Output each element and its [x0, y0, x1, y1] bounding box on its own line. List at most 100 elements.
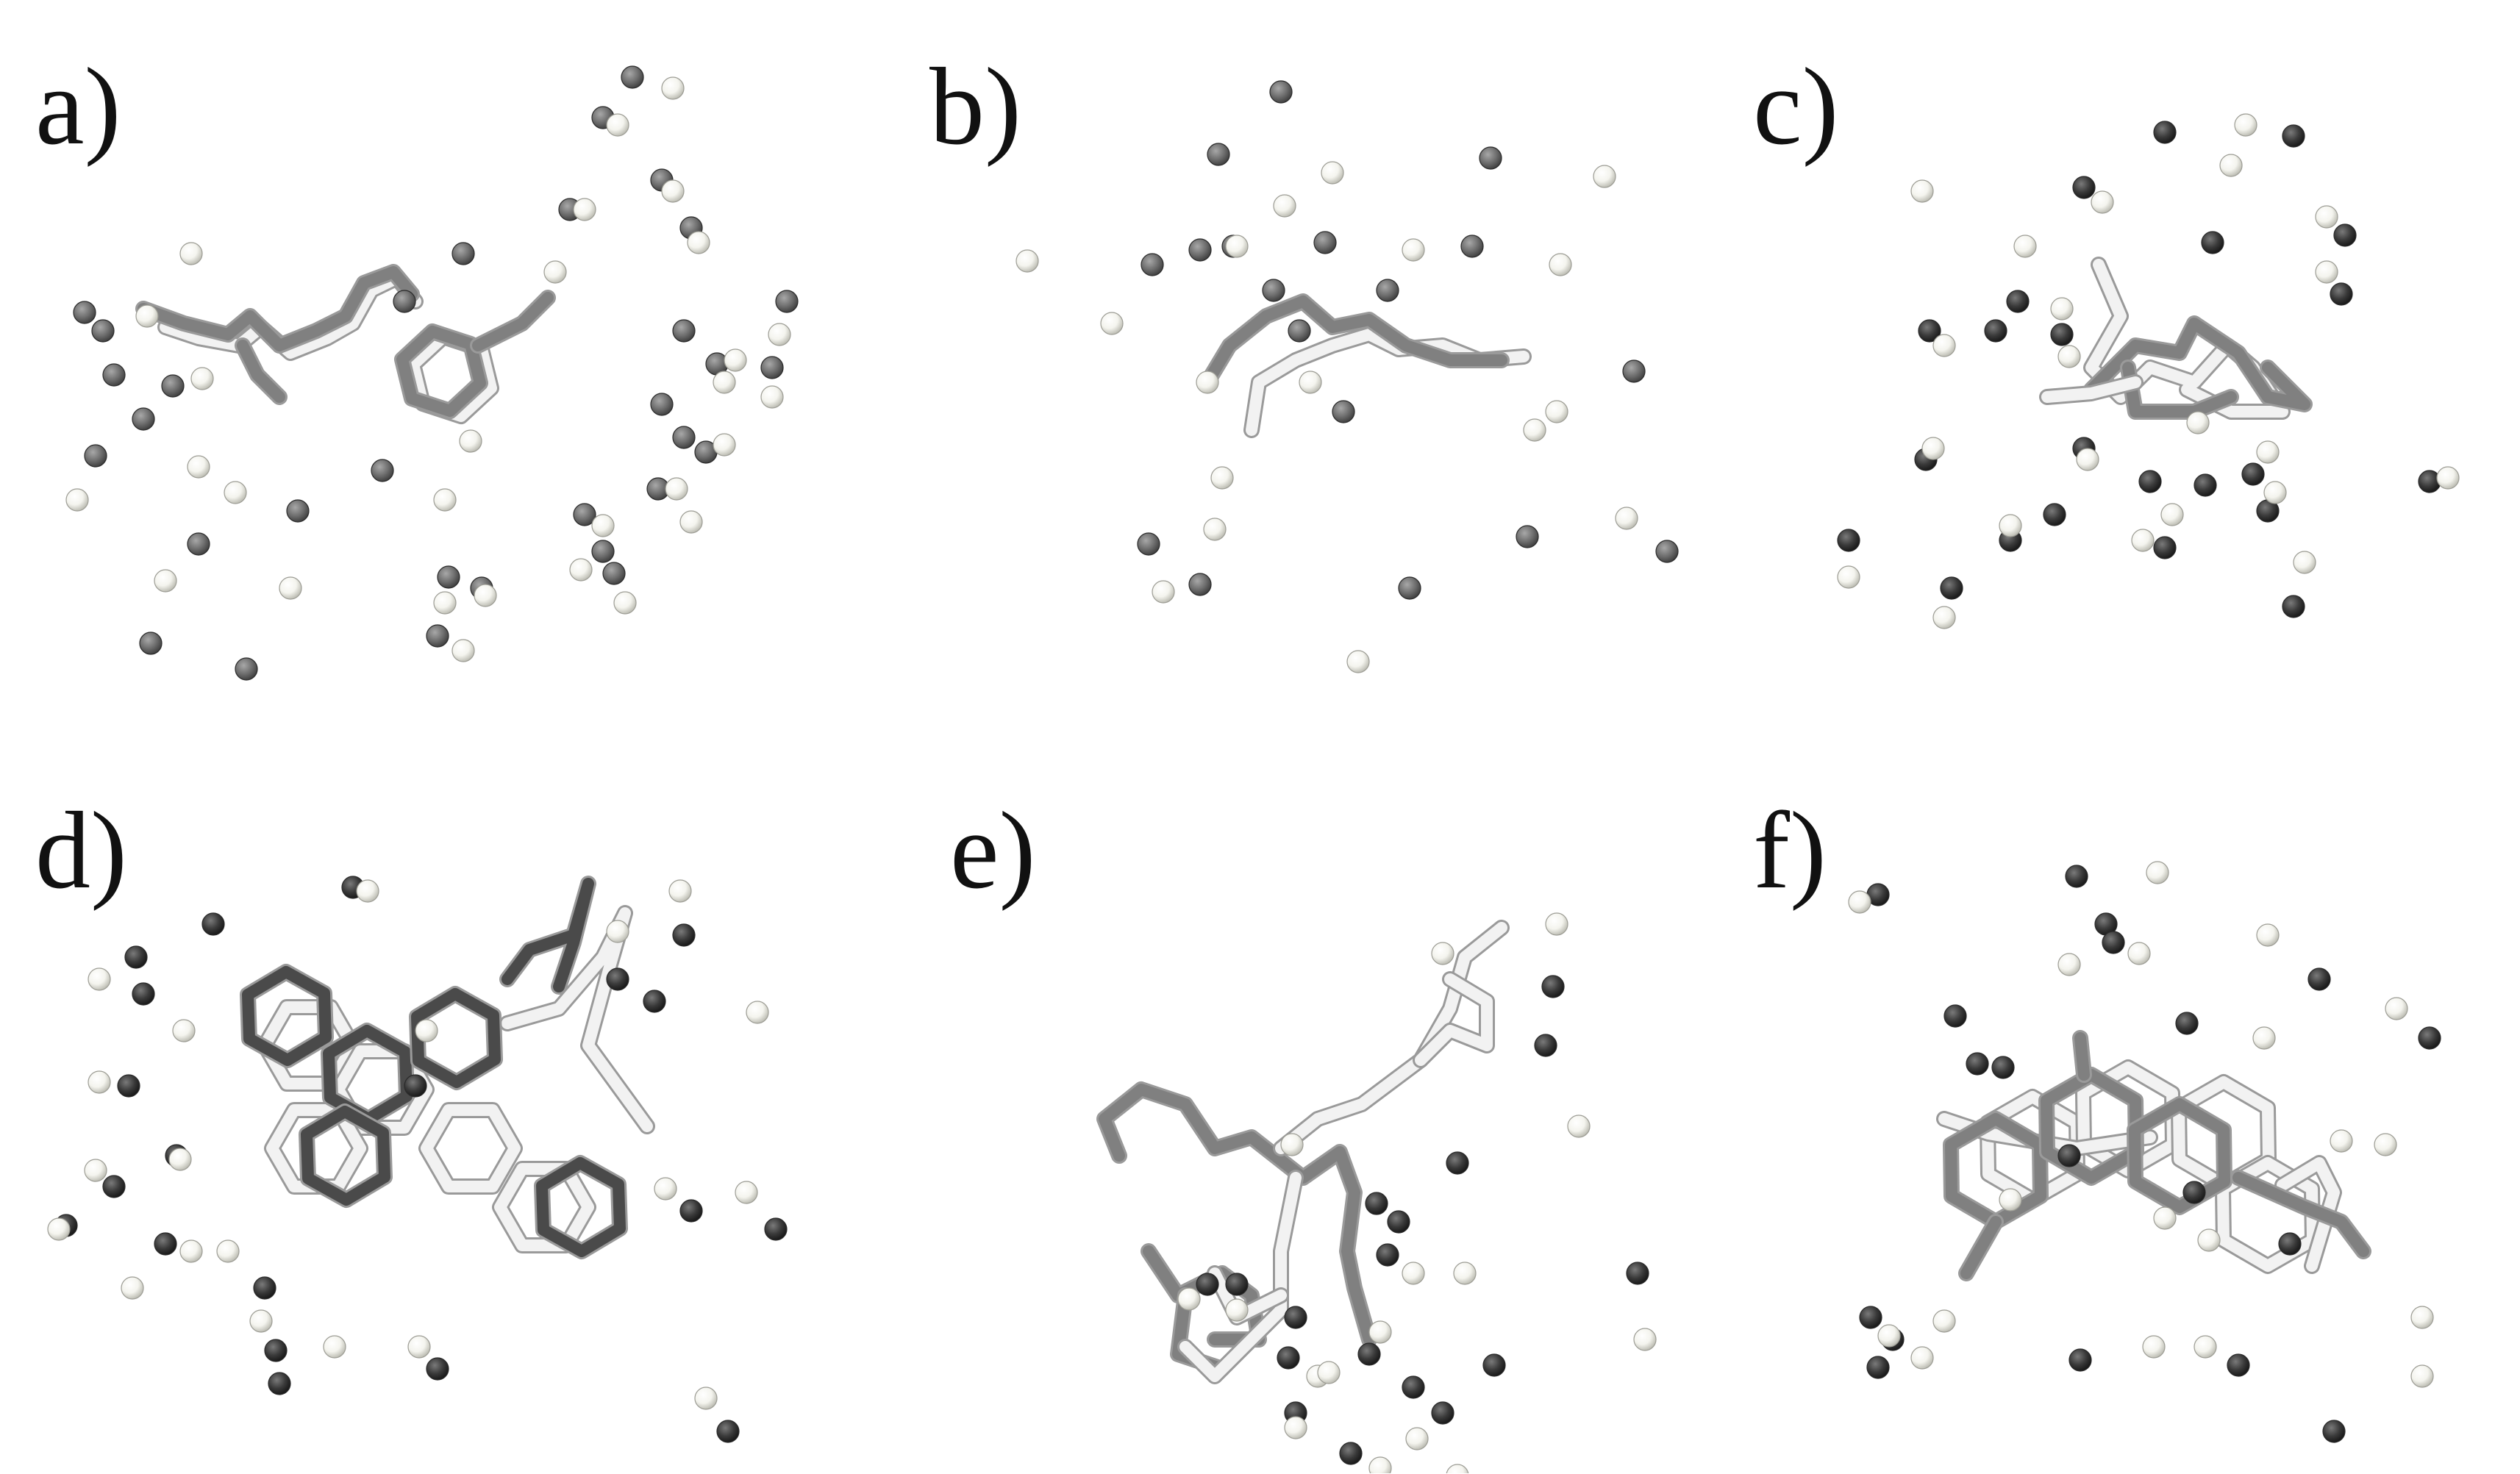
- water-sphere-dark: [1402, 1375, 1425, 1399]
- ligand-stick-mid: [2085, 318, 2310, 410]
- ligand-methyl-mid: [1960, 1216, 2002, 1279]
- water-sphere-light: [224, 481, 247, 504]
- water-sphere-dark: [2278, 1232, 2302, 1256]
- water-sphere-mid: [426, 624, 449, 648]
- panel-c-structure: [1837, 113, 2460, 629]
- water-sphere-mid: [437, 565, 460, 589]
- water-sphere-light: [2436, 466, 2460, 490]
- water-sphere-light: [84, 1159, 107, 1182]
- ligand-stick-mid: [1202, 296, 1507, 388]
- water-sphere-dark: [264, 1339, 288, 1362]
- water-sphere-dark: [268, 1372, 291, 1395]
- water-sphere-light: [2013, 235, 2037, 258]
- water-sphere-dark: [117, 1074, 140, 1098]
- water-sphere-light: [2330, 1129, 2353, 1153]
- water-sphere-light: [172, 1019, 196, 1042]
- water-sphere-dark: [1541, 975, 1565, 998]
- water-sphere-light: [1593, 165, 1616, 188]
- water-sphere-light: [1368, 1456, 1392, 1473]
- water-sphere-dark: [2065, 865, 2088, 888]
- water-sphere-mid: [161, 374, 185, 398]
- water-sphere-mid: [602, 562, 626, 585]
- panel-label-f: f): [1753, 790, 1827, 912]
- water-sphere-light: [724, 348, 747, 372]
- water-sphere-dark: [1365, 1192, 1388, 1215]
- water-sphere-light: [1567, 1115, 1591, 1138]
- water-sphere-light: [1016, 249, 1039, 273]
- water-sphere-dark: [1626, 1262, 1649, 1285]
- water-sphere-mid: [1655, 540, 1679, 563]
- water-sphere-light: [1932, 1309, 1956, 1333]
- water-sphere-light: [1225, 1298, 1249, 1322]
- water-sphere-dark: [606, 967, 629, 991]
- water-sphere-light: [591, 514, 615, 537]
- ligand-stick-dark: [501, 878, 594, 992]
- water-sphere-dark: [124, 945, 148, 969]
- panel-f-structure: [1848, 861, 2441, 1443]
- panel-label-b: b): [929, 46, 1021, 168]
- water-sphere-light: [121, 1276, 144, 1300]
- ligand-stick-light: [501, 907, 653, 1132]
- water-sphere-dark: [1431, 1401, 1454, 1425]
- water-sphere-light: [1431, 942, 1454, 965]
- water-sphere-light: [679, 510, 703, 534]
- water-sphere-light: [1633, 1328, 1657, 1351]
- water-sphere-light: [1910, 179, 1934, 203]
- water-sphere-light: [2160, 503, 2184, 526]
- water-sphere-light: [179, 1239, 203, 1263]
- water-sphere-dark: [1196, 1273, 1219, 1296]
- water-sphere-light: [1545, 912, 1568, 936]
- water-sphere-mid: [1141, 253, 1164, 276]
- water-sphere-light: [687, 231, 710, 254]
- water-sphere-dark: [1940, 576, 1963, 600]
- water-sphere-dark: [2194, 473, 2217, 497]
- water-sphere-mid: [235, 657, 258, 681]
- water-sphere-dark: [1339, 1442, 1363, 1465]
- water-sphere-mid: [91, 319, 115, 343]
- water-sphere-dark: [679, 1199, 703, 1223]
- water-sphere-dark: [1357, 1342, 1381, 1366]
- panel-b-structure: [1016, 80, 1679, 673]
- water-sphere-light: [2076, 448, 2099, 471]
- water-sphere-dark: [2175, 1012, 2199, 1035]
- water-sphere-dark: [2102, 931, 2125, 954]
- water-sphere-dark: [1225, 1273, 1249, 1296]
- panel-a: a): [0, 0, 840, 737]
- aromatic-ring-light: [421, 1104, 521, 1192]
- water-sphere-light: [668, 879, 692, 903]
- water-sphere-light: [187, 455, 210, 479]
- water-sphere-dark: [2282, 124, 2305, 148]
- water-sphere-light: [88, 1070, 111, 1094]
- water-sphere-dark: [1943, 1004, 1967, 1028]
- water-sphere-light: [65, 488, 89, 512]
- panel-label-c: c): [1753, 46, 1839, 168]
- water-sphere-dark: [2182, 1181, 2206, 1204]
- water-sphere-light: [1152, 580, 1175, 604]
- water-sphere-light: [2410, 1364, 2434, 1388]
- water-sphere-dark: [2418, 1026, 2441, 1050]
- water-sphere-light: [190, 367, 214, 390]
- water-sphere-light: [1446, 1464, 1469, 1473]
- water-sphere-mid: [621, 65, 644, 89]
- water-sphere-dark: [2322, 1420, 2346, 1443]
- water-sphere-mid: [451, 242, 475, 265]
- water-sphere-mid: [73, 301, 96, 324]
- water-sphere-mid: [1188, 573, 1212, 596]
- ligand-stick-mid: [138, 266, 418, 351]
- aromatic-ring-dark: [301, 1106, 390, 1206]
- water-sphere-light: [1932, 606, 1956, 629]
- water-sphere-light: [665, 477, 688, 501]
- water-sphere-light: [1299, 371, 1322, 394]
- water-sphere-dark: [1991, 1056, 2015, 1079]
- water-sphere-light: [1196, 371, 1219, 394]
- water-sphere-light: [1177, 1287, 1201, 1311]
- water-sphere-dark: [154, 1232, 177, 1256]
- panel-f: f): [1680, 737, 2519, 1473]
- water-sphere-dark: [1387, 1210, 1410, 1234]
- water-sphere-light: [1549, 253, 1572, 276]
- water-sphere-mid: [1398, 576, 1421, 600]
- water-sphere-mid: [591, 540, 615, 563]
- ligand-stick-light-2: [2041, 376, 2141, 403]
- water-sphere-light: [1321, 161, 1344, 185]
- water-sphere-mid: [672, 319, 696, 343]
